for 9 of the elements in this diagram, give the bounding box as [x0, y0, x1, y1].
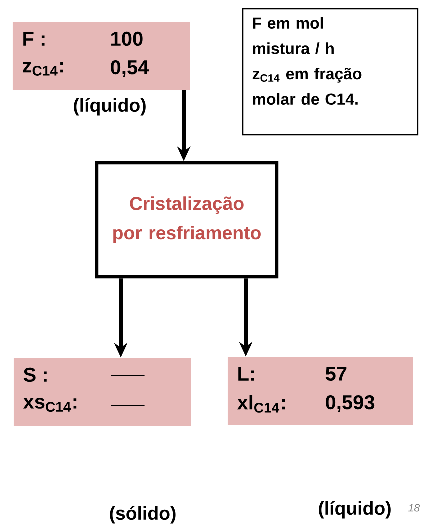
stream-label: (líquido)	[319, 501, 391, 519]
data-box: L: 57 xl$_{C14}$: 0,593	[228, 357, 414, 425]
data-box: S : ___ xs$_{C14}$: ___	[14, 358, 192, 426]
note-box: F em mol mistura / h z$_{C14}$ em fração molar de C14.	[242, 8, 419, 136]
stream-label: (líquido)	[74, 98, 146, 116]
data-box: F : 100 z$_{C14}$: 0,54	[12, 22, 190, 90]
process-box: Cristalização por resfriamento	[95, 161, 279, 279]
stream-label: (sólido)	[110, 506, 176, 524]
page-number: 18	[408, 504, 420, 512]
